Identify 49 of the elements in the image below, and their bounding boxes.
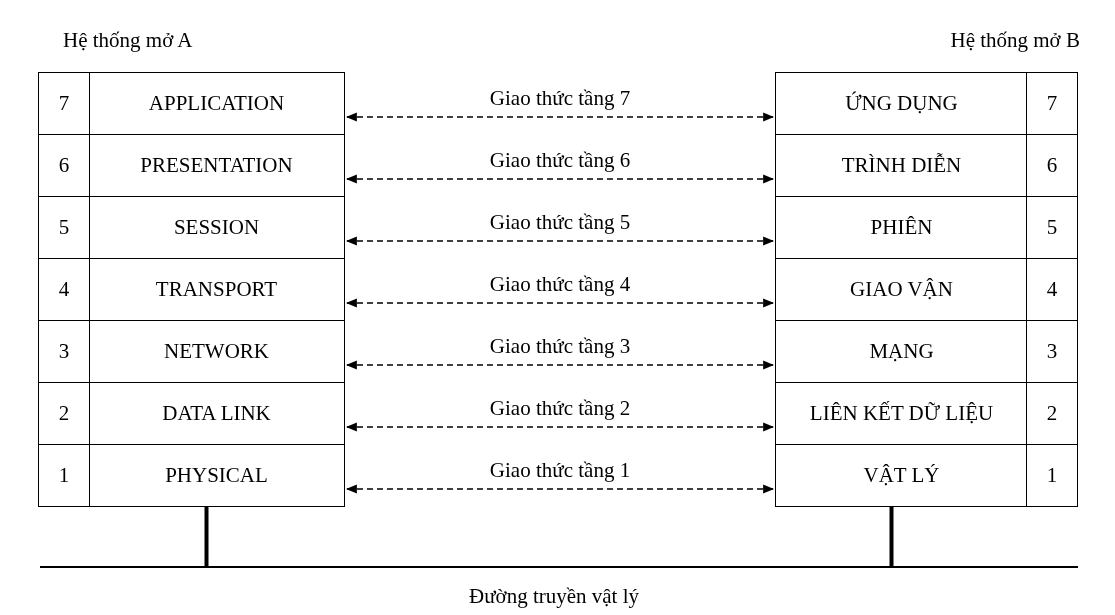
layer-row xyxy=(775,196,1078,259)
layer-row xyxy=(775,258,1078,321)
transmission-line xyxy=(40,566,1078,568)
layer-row xyxy=(775,134,1078,197)
protocol-arrow xyxy=(345,360,775,370)
protocol-arrow xyxy=(345,422,775,432)
layer-row xyxy=(38,258,345,321)
layer-name: APPLICATION xyxy=(147,90,286,117)
layer-name: ỨNG DỤNG xyxy=(844,90,959,117)
edge-label: Giao thức tầng 3 xyxy=(487,334,633,358)
layer-name: VẬT LÝ xyxy=(862,462,941,489)
layer-row xyxy=(775,72,1078,135)
connector-line xyxy=(204,507,209,566)
connector-line xyxy=(889,507,894,566)
layer-number: 1 xyxy=(39,445,90,506)
layer-row xyxy=(38,444,345,507)
layer-name: LIÊN KẾT DỮ LIỆU xyxy=(808,400,995,427)
edge-label: Giao thức tầng 2 xyxy=(487,396,633,420)
layer-row xyxy=(38,320,345,383)
layer-row xyxy=(38,196,345,259)
layer-name: TRANSPORT xyxy=(154,276,279,303)
protocol-arrow xyxy=(345,484,775,494)
layer-name: PRESENTATION xyxy=(139,152,294,179)
protocol-arrow xyxy=(345,298,775,308)
layer-row xyxy=(775,444,1078,507)
layer-name: DATA LINK xyxy=(161,400,272,427)
edge-label: Giao thức tầng 6 xyxy=(487,148,633,172)
edge-label: Giao thức tầng 5 xyxy=(487,210,633,234)
edge-label: Giao thức tầng 4 xyxy=(487,272,633,296)
layer-row xyxy=(38,72,345,135)
protocol-arrow xyxy=(345,112,775,122)
layer-row xyxy=(775,320,1078,383)
edge-label: Giao thức tầng 7 xyxy=(487,86,633,110)
system-title: Hệ thống mở A xyxy=(63,28,193,53)
layer-name: GIAO VẬN xyxy=(849,276,954,303)
layer-name: MẠNG xyxy=(868,338,935,365)
layer-name: PHIÊN xyxy=(869,214,934,241)
layer-row xyxy=(775,382,1078,445)
system-title: Hệ thống mở B xyxy=(950,28,1080,53)
layer-name: SESSION xyxy=(172,214,261,241)
layer-name: TRÌNH DIỄN xyxy=(840,152,963,179)
layer-name: NETWORK xyxy=(163,338,270,365)
layer-number: 1 xyxy=(1026,445,1077,506)
layer-row xyxy=(38,382,345,445)
line-caption: Đường truyền vật lý xyxy=(467,584,641,608)
protocol-arrow xyxy=(345,174,775,184)
protocol-arrow xyxy=(345,236,775,246)
layer-row xyxy=(38,134,345,197)
layer-name: PHYSICAL xyxy=(164,462,269,489)
